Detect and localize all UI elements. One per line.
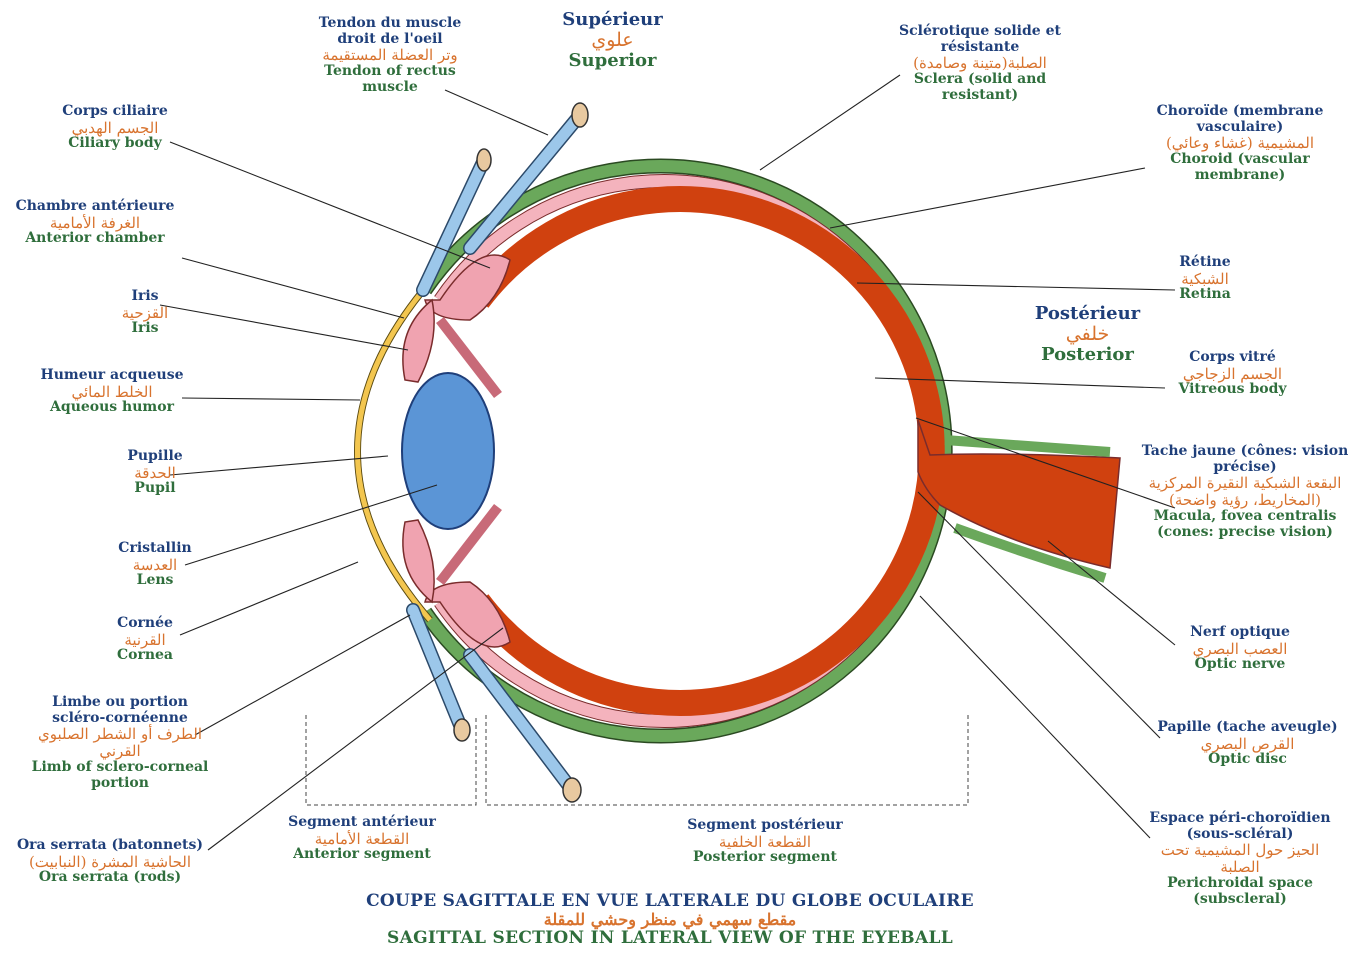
papilla-ar: القرص البصري [1150,736,1345,753]
sclera-fr: Sclérotique solide et résistante [880,24,1080,55]
retina-fr: Rétine [1150,255,1260,271]
optic-nerve-ar: العصب البصري [1155,641,1325,658]
label-seg-ant: Segment antérieur القطعة الأمامية Anteri… [272,815,452,863]
macula-fr: Tache jaune (cônes: vision précise) [1140,444,1350,475]
sclera-en: Sclera (solid and resistant) [880,72,1080,103]
label-optic-nerve: Nerf optique العصب البصري Optic nerve [1155,625,1325,673]
lens-shape [402,373,494,529]
iris-en: Iris [95,321,195,337]
seg-post-ar: القطعة الخلفية [670,834,860,851]
pupil-en: Pupil [100,481,210,497]
label-retina: Rétine الشبكية Retina [1150,255,1260,303]
ora-ar: الحاشية المشرة (النبابيت) [10,854,210,871]
label-vitreous: Corps vitré الجسم الزجاجي Vitreous body [1150,350,1315,398]
ciliary-ar: الجسم الهدبي [40,120,190,137]
retina-ar: الشبكية [1150,271,1260,288]
label-superior: Supérieur علوي Superior [540,10,685,72]
lens-en: Lens [95,573,215,589]
posterior-fr: Postérieur [1015,304,1160,324]
posterior-en: Posterior [1015,345,1160,365]
vitreous-ar: الجسم الزجاجي [1150,366,1315,383]
aqueous-en: Aqueous humor [22,400,202,416]
seg-ant-ar: القطعة الأمامية [272,831,452,848]
seg-ant-fr: Segment antérieur [272,815,452,831]
choroid-fr: Choroïde (membrane vasculaire) [1140,104,1340,135]
cornea-ar: القرنية [95,632,195,649]
lens-fr: Cristallin [95,541,215,557]
ora-fr: Ora serrata (batonnets) [10,838,210,854]
label-cornea: Cornée القرنية Cornea [95,616,195,664]
perichoroid-ar: الحيز حول المشيمية تحت الصلبة [1140,842,1340,876]
choroid-ar: المشيمية (غشاء وعائي) [1140,135,1340,152]
label-lens: Cristallin العدسة Lens [95,541,215,589]
aqueous-fr: Humeur acqueuse [22,368,202,384]
label-pupil: Pupille الحدقة Pupil [100,449,210,497]
papilla-fr: Papille (tache aveugle) [1150,720,1345,736]
sclera-ar: الصلبة(متينة وصامدة) [880,55,1080,72]
perichoroid-fr: Espace péri-choroïdien (sous-scléral) [1140,811,1340,842]
ciliary-fr: Corps ciliaire [40,104,190,120]
seg-post-en: Posterior segment [670,850,860,866]
optic-nerve-en: Optic nerve [1155,657,1325,673]
limbus-fr: Limbe ou portion scléro-cornéenne [30,695,210,726]
pupil-fr: Pupille [100,449,210,465]
title-fr: COUPE SAGITTALE EN VUE LATERALE DU GLOBE… [290,892,1050,911]
superior-fr: Supérieur [540,10,685,30]
iris-ar: القزحية [95,305,195,322]
papilla-en: Optic disc [1150,752,1345,768]
cornea-fr: Cornée [95,616,195,632]
label-ora: Ora serrata (batonnets) الحاشية المشرة (… [10,838,210,886]
label-iris: Iris القزحية Iris [95,289,195,337]
chamber-ar: الغرفة الأمامية [5,215,185,232]
ora-en: Ora serrata (rods) [10,870,210,886]
iris-fr: Iris [95,289,195,305]
diagram-title: COUPE SAGITTALE EN VUE LATERALE DU GLOBE… [290,892,1050,948]
label-sclera: Sclérotique solide et résistante الصلبة(… [880,24,1080,103]
tendon-en: Tendon of rectus muscle [305,64,475,95]
seg-ant-en: Anterior segment [272,847,452,863]
ciliary-en: Ciliary body [40,136,190,152]
macula-en: Macula, fovea centralis (cones: precise … [1140,509,1350,540]
label-perichoroid: Espace péri-choroïdien (sous-scléral) ال… [1140,811,1340,907]
cornea-en: Cornea [95,648,195,664]
label-limbus: Limbe ou portion scléro-cornéenne الطرف … [30,695,210,791]
tendon-ar: وتر العضلة المستقيمة [305,47,475,64]
label-aqueous: Humeur acqueuse الخلط المائي Aqueous hum… [22,368,202,416]
label-chamber: Chambre antérieure الغرفة الأمامية Anter… [5,199,185,247]
choroid-en: Choroid (vascular membrane) [1140,152,1340,183]
vitreous-fr: Corps vitré [1150,350,1315,366]
title-ar: مقطع سهمي في منظر وحشي للمقلة [290,911,1050,929]
aqueous-ar: الخلط المائي [22,384,202,401]
title-en: SAGITTAL SECTION IN LATERAL VIEW OF THE … [290,929,1050,948]
macula-ar: البقعة الشبكية النقيرة المركزية (المخاري… [1140,475,1350,509]
label-macula: Tache jaune (cônes: vision précise) البق… [1140,444,1350,540]
posterior-ar: خلفي [1015,324,1160,345]
limbus-en: Limb of sclero-corneal portion [30,760,210,791]
chamber-en: Anterior chamber [5,231,185,247]
label-papilla: Papille (tache aveugle) القرص البصري Opt… [1150,720,1345,768]
tendon-fr: Tendon du muscle droit de l'oeil [305,16,475,47]
retina-en: Retina [1150,287,1260,303]
label-posterior: Postérieur خلفي Posterior [1015,304,1160,366]
label-seg-post: Segment postérieur القطعة الخلفية Poster… [670,818,860,866]
vitreous-body [443,219,907,683]
label-ciliary: Corps ciliaire الجسم الهدبي Ciliary body [40,104,190,152]
label-tendon: Tendon du muscle droit de l'oeil وتر الع… [305,16,475,95]
perichoroid-en: Perichroidal space (subscleral) [1140,876,1340,907]
superior-ar: علوي [540,30,685,51]
superior-en: Superior [540,51,685,71]
chamber-fr: Chambre antérieure [5,199,185,215]
label-choroid: Choroïde (membrane vasculaire) المشيمية … [1140,104,1340,183]
optic-nerve-fr: Nerf optique [1155,625,1325,641]
seg-post-fr: Segment postérieur [670,818,860,834]
vitreous-en: Vitreous body [1150,382,1315,398]
pupil-ar: الحدقة [100,465,210,482]
lens-ar: العدسة [95,557,215,574]
limbus-ar: الطرف أو الشطر الصلبوي القرني [30,726,210,760]
